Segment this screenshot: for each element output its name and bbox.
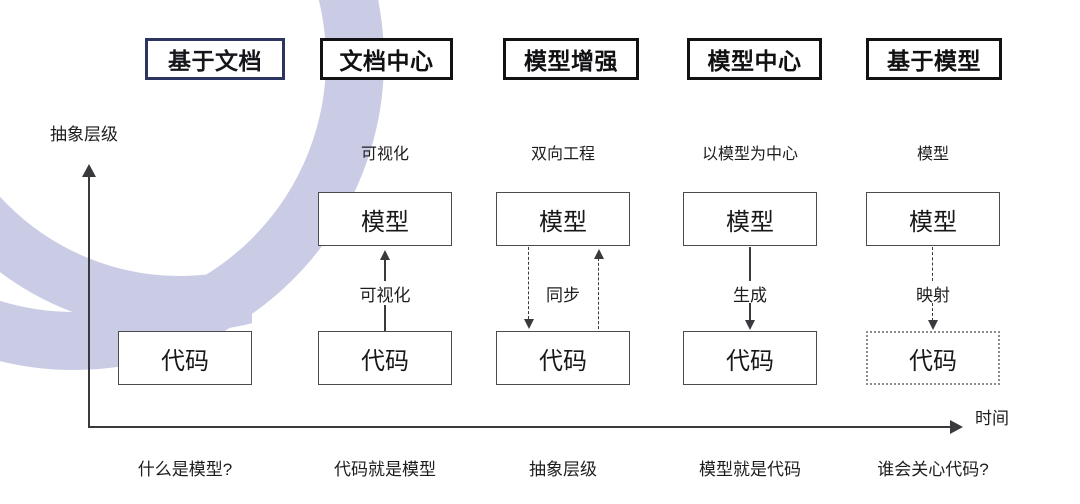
top-note-3: 双向工程 — [530, 146, 595, 163]
edge-label-2: 可视化 — [359, 286, 411, 305]
arrowhead-down-icon-5 — [927, 320, 938, 330]
arrowhead-down-icon-4 — [744, 320, 755, 330]
phase-label-2: 文档中心 — [339, 48, 434, 74]
bottom-note-4: 模型就是代码 — [699, 460, 801, 479]
code-box-2: 代码 — [318, 331, 452, 385]
model-box-label-2: 模型 — [361, 208, 409, 236]
top-note-4: 以模型为中心 — [701, 146, 798, 163]
code-box-1: 代码 — [118, 331, 252, 385]
model-box-label-4: 模型 — [726, 208, 774, 236]
bottom-note-3: 抽象层级 — [529, 460, 597, 479]
x-axis-label: 时间 — [975, 409, 1009, 428]
arrowhead-up-icon-3 — [593, 249, 604, 259]
phase-box-4: 模型中心 — [687, 38, 822, 80]
connector-5-lower — [932, 303, 933, 321]
connector-4-upper — [749, 247, 751, 281]
code-box-3: 代码 — [496, 331, 630, 385]
column-4: 以模型为中心 模型 生成 代码 模型就是代码 — [660, 0, 840, 504]
model-box-5: 模型 — [866, 192, 1000, 246]
phase-label-4: 模型中心 — [707, 48, 802, 74]
phase-header-row: 基于文档 文档中心 模型增强 模型中心 基于模型 — [0, 38, 1080, 82]
code-box-label-5: 代码 — [909, 347, 957, 375]
code-box-label-1: 代码 — [161, 347, 209, 375]
model-box-label-3: 模型 — [539, 208, 587, 236]
arrowhead-up-icon-2 — [379, 250, 390, 260]
top-note-5: 模型 — [916, 146, 949, 163]
code-box-4: 代码 — [683, 331, 817, 385]
connector-2-upper — [384, 259, 386, 281]
code-box-label-4: 代码 — [726, 347, 774, 375]
x-axis-arrowhead-icon — [950, 420, 963, 434]
bottom-note-2: 代码就是模型 — [334, 460, 436, 479]
bottom-note-1: 什么是模型? — [137, 460, 233, 479]
phase-label-1: 基于文档 — [168, 48, 262, 74]
phase-box-2: 文档中心 — [320, 38, 453, 80]
code-box-label-3: 代码 — [539, 347, 587, 375]
y-axis-label: 抽象层级 — [50, 125, 118, 144]
phase-box-5: 基于模型 — [866, 38, 1002, 80]
model-box-label-5: 模型 — [909, 208, 957, 236]
bottom-note-5: 谁会关心代码? — [877, 460, 989, 479]
edge-label-4: 生成 — [733, 286, 767, 305]
column-3: 双向工程 模型 同步 代码 抽象层级 — [473, 0, 653, 504]
code-box-5: 代码 — [866, 331, 1000, 385]
column-1: 代码 什么是模型? — [95, 0, 275, 504]
y-axis-line — [88, 170, 90, 428]
x-axis-line — [88, 426, 954, 428]
phase-box-3: 模型增强 — [503, 38, 639, 80]
connector-4-lower — [749, 303, 751, 321]
connector-3-up — [598, 258, 599, 329]
model-box-3: 模型 — [496, 192, 630, 246]
top-note-2: 可视化 — [360, 146, 409, 163]
edge-label-5: 映射 — [916, 286, 950, 305]
code-box-label-2: 代码 — [361, 347, 409, 375]
arrowhead-down-icon-3 — [523, 319, 534, 329]
connector-2-lower — [384, 305, 386, 331]
phase-label-5: 基于模型 — [887, 48, 981, 74]
column-2: 可视化 模型 可视化 代码 代码就是模型 — [295, 0, 475, 504]
connector-5-upper — [932, 247, 933, 281]
connector-3-down — [528, 247, 529, 319]
model-box-4: 模型 — [683, 192, 817, 246]
model-box-2: 模型 — [318, 192, 452, 246]
phase-label-3: 模型增强 — [524, 48, 618, 74]
edge-label-3: 同步 — [546, 286, 580, 305]
column-5: 模型 模型 映射 代码 谁会关心代码? — [843, 0, 1023, 504]
